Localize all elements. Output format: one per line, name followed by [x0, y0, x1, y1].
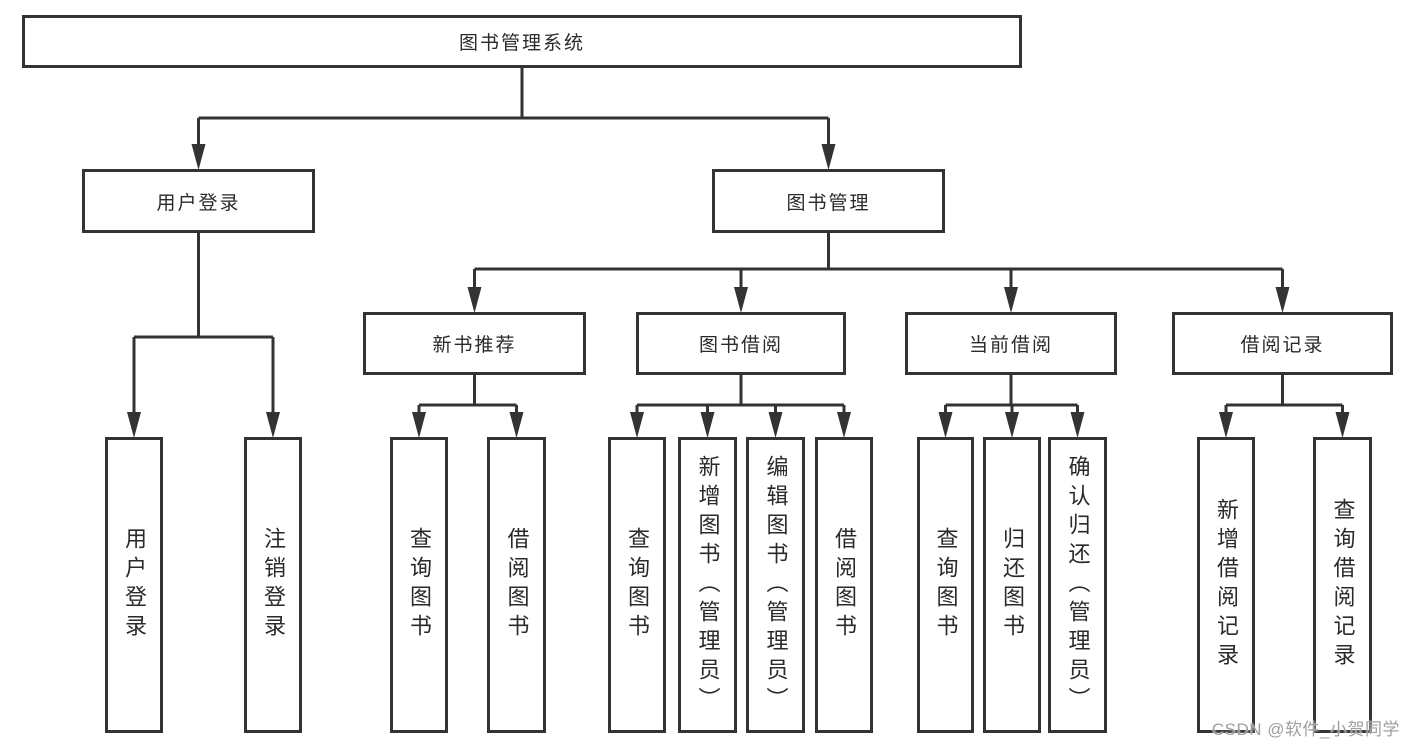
node-label: 新书推荐 — [432, 335, 517, 356]
node-label: 新增图书（管理员） — [695, 454, 721, 716]
node-label: 查询图书 — [407, 527, 432, 643]
node-borrowing-records: 借阅记录 — [1172, 312, 1393, 375]
node-label: 用户登录 — [156, 192, 241, 214]
node-label: 借阅图书 — [832, 527, 857, 643]
watermark: CSDN @软件_小贺同学 — [1211, 720, 1400, 739]
node-borrow-books-borrowing: 借阅图书 — [815, 437, 873, 733]
node-label: 查询图书 — [625, 527, 650, 643]
node-label: 确认归还（管理员） — [1065, 454, 1091, 716]
node-library-system: 图书管理系统 — [22, 15, 1022, 68]
node-label: 查询借阅记录 — [1330, 498, 1356, 672]
node-book-management: 图书管理 — [712, 169, 945, 233]
node-logout-leaf: 注销登录 — [244, 437, 302, 733]
node-label: 用户登录 — [122, 527, 147, 643]
node-label: 注销登录 — [261, 527, 286, 643]
node-new-book-recommend: 新书推荐 — [363, 312, 586, 375]
node-add-books-admin: 新增图书（管理员） — [678, 437, 737, 733]
node-label: 当前借阅 — [968, 335, 1053, 356]
node-user-login: 用户登录 — [82, 169, 315, 233]
node-query-books-borrowing: 查询图书 — [608, 437, 666, 733]
node-label: 查询图书 — [933, 527, 959, 643]
node-label: 借阅记录 — [1240, 335, 1325, 356]
node-edit-books-admin: 编辑图书（管理员） — [746, 437, 805, 733]
node-book-borrowing: 图书借阅 — [636, 312, 846, 375]
node-current-borrowing: 当前借阅 — [905, 312, 1117, 375]
node-borrow-books-newbook: 借阅图书 — [487, 437, 546, 733]
node-return-books: 归还图书 — [983, 437, 1041, 733]
node-label: 图书管理 — [786, 192, 871, 214]
node-label: 编辑图书（管理员） — [763, 454, 789, 716]
node-label: 图书管理系统 — [458, 33, 585, 54]
node-query-books-newbook: 查询图书 — [390, 437, 448, 733]
node-query-borrow-record: 查询借阅记录 — [1313, 437, 1372, 733]
node-user-login-leaf: 用户登录 — [105, 437, 163, 733]
node-label: 图书借阅 — [698, 335, 783, 356]
node-label: 借阅图书 — [504, 527, 530, 643]
node-label: 新增借阅记录 — [1214, 498, 1239, 672]
node-label: 归还图书 — [1000, 527, 1025, 643]
node-confirm-return-admin: 确认归还（管理员） — [1048, 437, 1107, 733]
node-add-borrow-record: 新增借阅记录 — [1197, 437, 1255, 733]
node-query-books-current: 查询图书 — [917, 437, 974, 733]
